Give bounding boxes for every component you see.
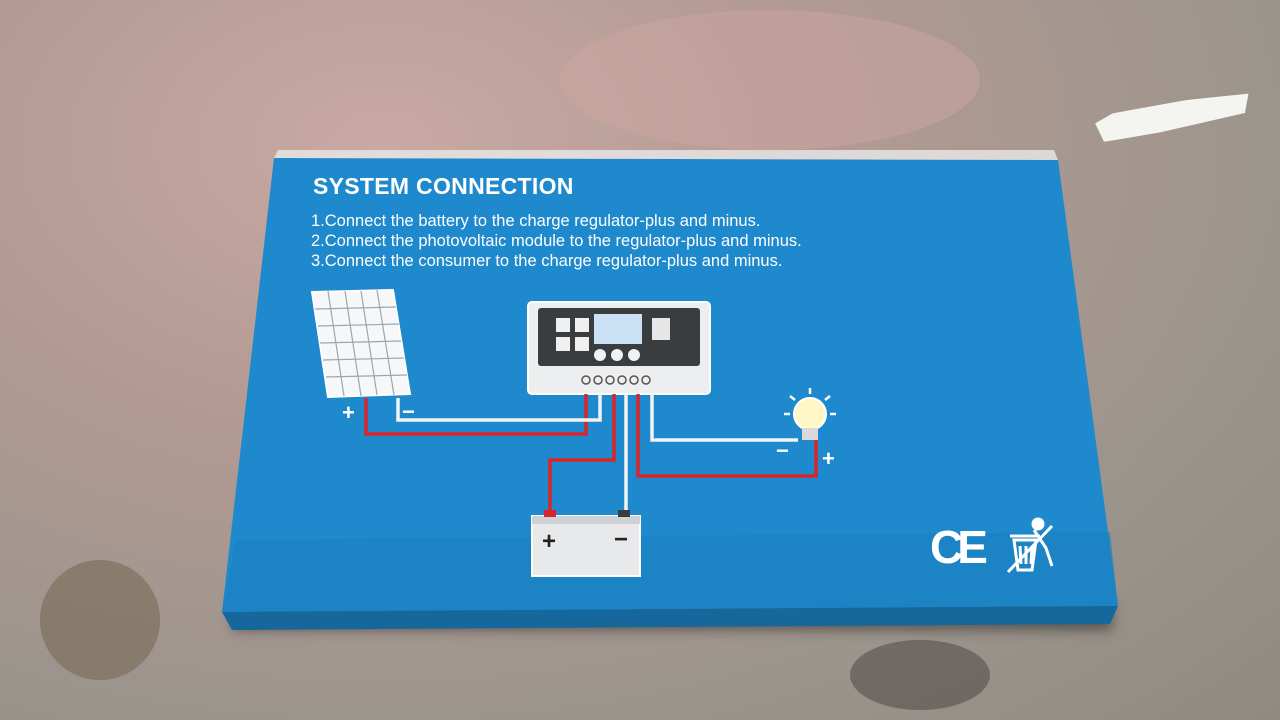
instruction-step: 2.Connect the photovoltaic module to the… bbox=[311, 232, 802, 250]
floor-stain bbox=[40, 560, 160, 680]
light-bulb-icon bbox=[784, 388, 836, 440]
ce-mark-icon: CE bbox=[930, 521, 988, 573]
panel-minus-wire bbox=[396, 394, 602, 422]
lamp-minus-label: − bbox=[776, 438, 789, 463]
page-title: SYSTEM CONNECTION bbox=[313, 173, 574, 199]
battery-plus-label: + bbox=[542, 528, 557, 555]
battery-plus-wire bbox=[548, 394, 616, 516]
wiring bbox=[364, 394, 818, 516]
battery-minus-label: − bbox=[614, 526, 629, 553]
box-top-edge bbox=[274, 150, 1058, 160]
panel-plus-wire bbox=[364, 394, 588, 436]
panel-minus-label: − bbox=[402, 399, 415, 424]
instruction-list: 1.Connect the battery to the charge regu… bbox=[311, 211, 802, 271]
instruction-step: 3.Connect the consumer to the charge reg… bbox=[311, 252, 783, 270]
load-minus-wire bbox=[650, 394, 798, 442]
floor-stain bbox=[560, 10, 980, 150]
solar-panel-icon bbox=[310, 288, 412, 399]
panel-plus-label: + bbox=[342, 400, 355, 425]
floor-stain bbox=[850, 640, 990, 710]
weee-bin-icon bbox=[1006, 517, 1054, 574]
load-plus-wire bbox=[636, 394, 818, 478]
box-bottom-edge bbox=[222, 606, 1118, 630]
battery-icon bbox=[531, 510, 641, 577]
charge-controller-icon bbox=[527, 301, 711, 395]
box-lower-band bbox=[222, 532, 1118, 612]
instruction-step: 1.Connect the battery to the charge regu… bbox=[311, 212, 761, 230]
lamp-plus-label: + bbox=[822, 446, 835, 471]
